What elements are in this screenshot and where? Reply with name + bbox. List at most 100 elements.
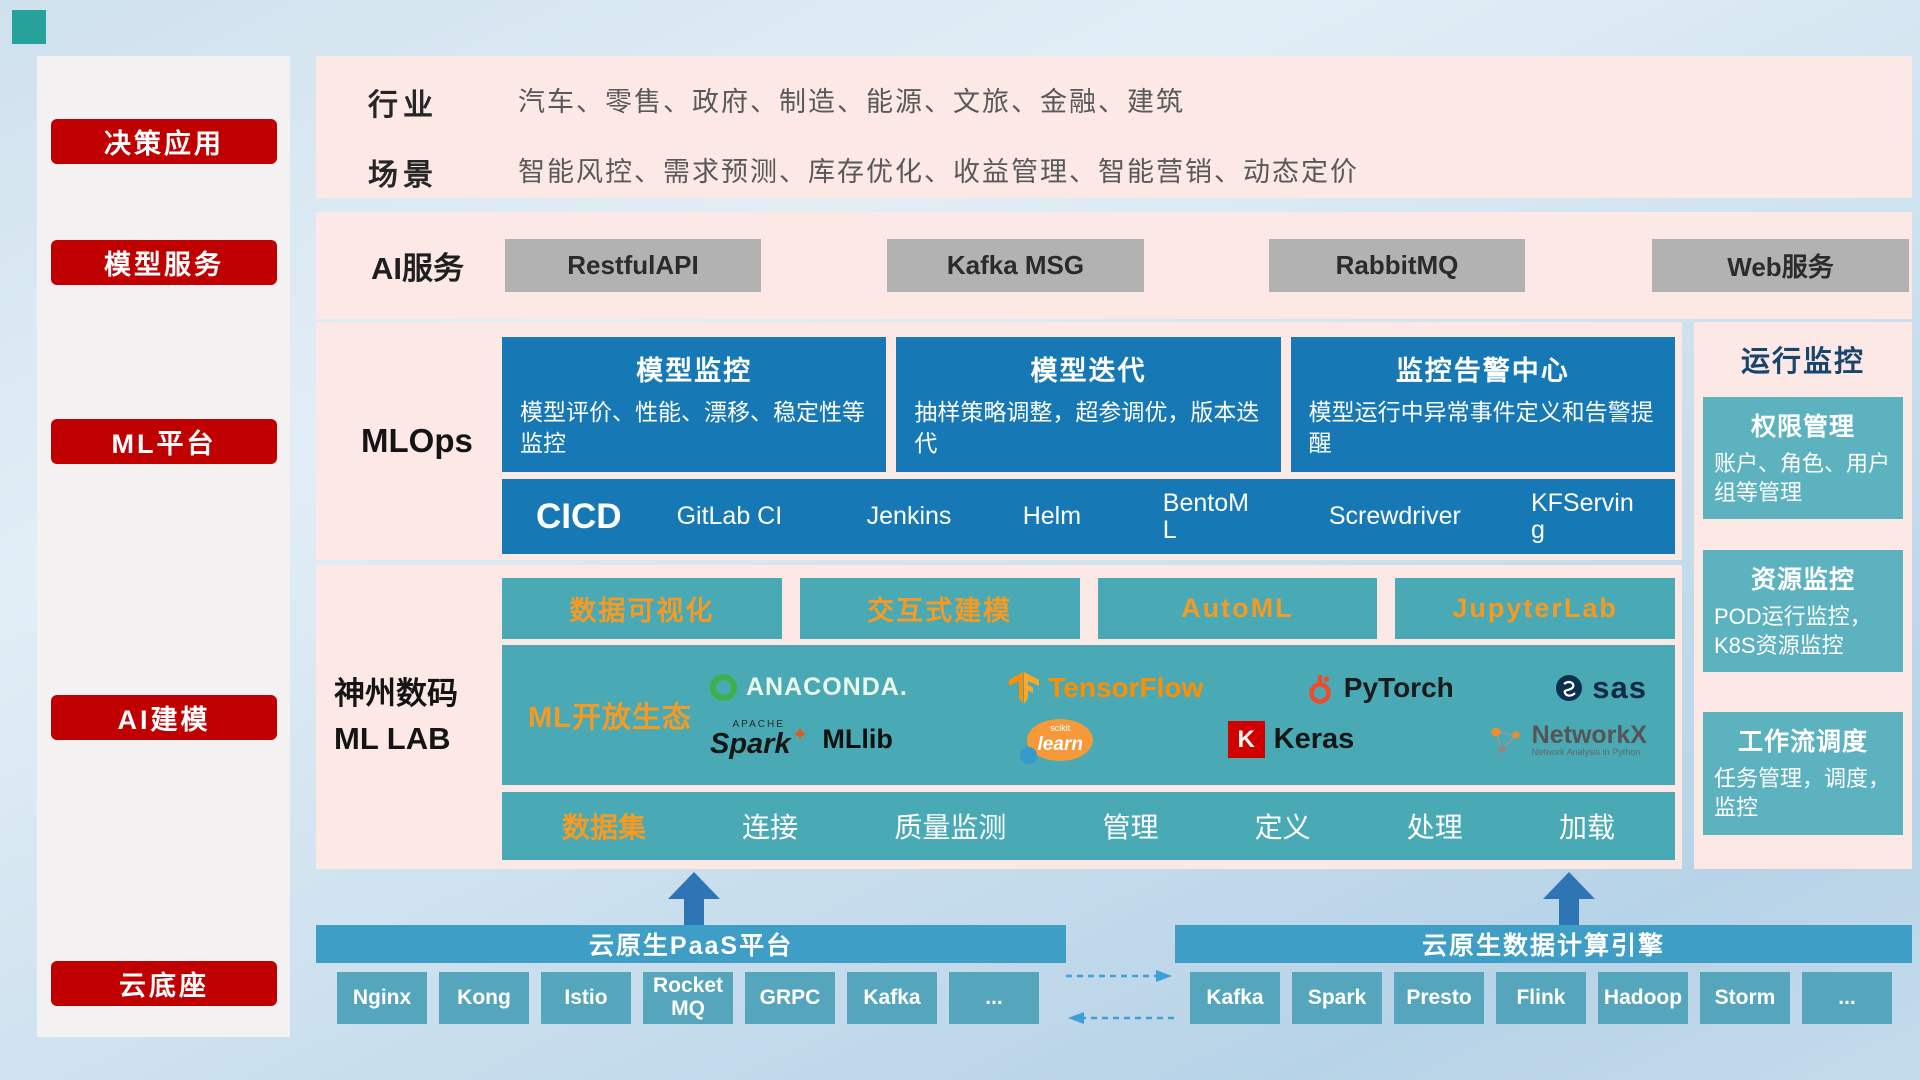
permission-mgmt-card: 权限管理 账户、角色、用户组等管理 <box>1703 397 1903 519</box>
scikit-dot <box>1020 746 1038 764</box>
chip-more: ... <box>949 972 1039 1024</box>
ml-lab-org: 神州数码 <box>334 676 458 712</box>
sas-icon <box>1556 674 1583 701</box>
model-iteration-card: 模型迭代 抽样策略调整，超参调优，版本迭代 <box>896 337 1281 472</box>
ml-ecosystem-box: ML开放生态 ANACONDA. TensorFlow <box>502 645 1675 785</box>
keras-logo: K Keras <box>1227 721 1355 758</box>
keras-wordmark: Keras <box>1273 723 1355 755</box>
restfulapi-button: RestfulAPI <box>505 239 761 292</box>
scenario-value: 智能风控、需求预测、库存优化、收益管理、智能营销、动态定价 <box>518 157 1359 187</box>
ml-ecosystem-label: ML开放生态 <box>528 702 692 734</box>
ai-service-label: AI服务 <box>371 251 464 286</box>
chip-kafka: Kafka <box>847 972 937 1024</box>
industry-value: 汽车、零售、政府、制造、能源、文旅、金融、建筑 <box>518 87 1185 117</box>
networkx-icon <box>1491 727 1520 753</box>
scikit-learn-icon: scikit learn <box>1020 718 1094 764</box>
ml-ecosystem-logos: ANACONDA. TensorFlow PyTorch <box>696 670 1661 764</box>
card-desc: 模型评价、性能、漂移、稳定性等监控 <box>520 399 865 457</box>
cicd-items: GitLab CI Jenkins Helm BentoML Screwdriv… <box>677 490 1641 543</box>
apache-label: APACHE <box>732 719 785 730</box>
spark-mllib-logo: APACHE Spark MLlib <box>710 720 893 759</box>
run-monitoring-panel: 运行监控 权限管理 账户、角色、用户组等管理 资源监控 POD运行监控，K8S资… <box>1694 322 1912 869</box>
ml-lab-panel: 神州数码 ML LAB 数据可视化 交互式建模 AutoML JupyterLa… <box>316 565 1682 869</box>
card-desc: POD运行监控，K8S资源监控 <box>1714 604 1872 658</box>
cicd-item-gitlab-ci: GitLab CI <box>676 502 783 531</box>
chip-nginx: Nginx <box>337 972 427 1024</box>
networkx-wordmark: NetworkX Network Analysis in Python <box>1531 720 1647 758</box>
cicd-item-screwdriver: Screwdriver <box>1328 502 1461 531</box>
pytorch-icon <box>1309 674 1331 704</box>
engine-tech-chips: Kafka Spark Presto Flink Hadoop Storm ..… <box>1190 972 1892 1024</box>
card-title: 工作流调度 <box>1737 728 1868 756</box>
chip-spark: Spark <box>1292 972 1382 1024</box>
ecosystem-logo-row-1: ANACONDA. TensorFlow PyTorch <box>696 670 1661 706</box>
paas-up-arrow-icon <box>668 872 720 899</box>
cicd-item-helm: Helm <box>1022 502 1082 531</box>
resource-monitoring-card: 资源监控 POD运行监控，K8S资源监控 <box>1703 550 1903 672</box>
sidebar-item-decision-apps: 决策应用 <box>51 119 277 164</box>
engine-up-arrow-stem <box>1559 898 1579 925</box>
chip-hadoop: Hadoop <box>1598 972 1688 1024</box>
chip-istio: Istio <box>541 972 631 1024</box>
data-visualization-button: 数据可视化 <box>502 578 782 639</box>
tensorflow-logo: TensorFlow <box>1009 671 1204 704</box>
cicd-item-bentoml: BentoML <box>1162 489 1249 544</box>
model-monitoring-card: 模型监控 模型评价、性能、漂移、稳定性等监控 <box>502 337 887 472</box>
mlops-panel: MLOps 模型监控 模型评价、性能、漂移、稳定性等监控 模型迭代 抽样策略调整… <box>316 322 1682 560</box>
chip-flink: Flink <box>1496 972 1586 1024</box>
chip-kafka: Kafka <box>1190 972 1280 1024</box>
ml-lab-name: ML LAB <box>334 721 451 756</box>
card-title: 监控告警中心 <box>1395 356 1570 386</box>
tensorflow-wordmark: TensorFlow <box>1048 671 1204 703</box>
mlops-label: MLOps <box>361 422 473 459</box>
sidebar-item-cloud-base: 云底座 <box>51 961 277 1006</box>
paas-platform-bar: 云原生PaaS平台 <box>316 925 1066 963</box>
data-exchange-arrows-icon <box>1066 970 1174 1024</box>
chip-presto: Presto <box>1394 972 1484 1024</box>
ml-lab-label: 神州数码 ML LAB <box>334 672 500 762</box>
ecosystem-logo-row-2: APACHE Spark MLlib scikit learn K Keras <box>696 718 1661 764</box>
tensorflow-icon <box>1009 671 1040 704</box>
web-service-button: Web服务 <box>1652 239 1909 292</box>
sidebar-item-ai-modeling: AI建模 <box>51 695 277 740</box>
spark-wordmark: APACHE Spark <box>710 720 807 759</box>
alert-center-card: 监控告警中心 模型运行中异常事件定义和告警提醒 <box>1290 337 1675 472</box>
sidebar-item-ml-platform: ML平台 <box>51 419 277 464</box>
card-desc: 任务管理，调度，监控 <box>1714 766 1891 820</box>
automl-button: AutoML <box>1097 578 1378 639</box>
kafka-msg-button: Kafka MSG <box>887 239 1144 292</box>
pytorch-wordmark: PyTorch <box>1343 671 1454 703</box>
card-desc: 抽样策略调整，超参调优，版本迭代 <box>914 399 1260 457</box>
industry-scenario-grid: 行业 汽车、零售、政府、制造、能源、文旅、金融、建筑 场景 智能风控、需求预测、… <box>316 56 1912 194</box>
scenario-label: 场景 <box>368 159 438 192</box>
ml-lab-tools: 数据可视化 交互式建模 AutoML JupyterLab <box>502 578 1675 639</box>
engine-up-arrow-icon <box>1543 872 1595 899</box>
anaconda-wordmark: ANACONDA. <box>746 673 908 701</box>
learn-label: learn <box>1037 733 1083 755</box>
networkx-logo: NetworkX Network Analysis in Python <box>1489 720 1647 758</box>
card-title: 资源监控 <box>1750 566 1855 594</box>
workflow-scheduling-card: 工作流调度 任务管理，调度，监控 <box>1703 712 1903 835</box>
networkx-name: NetworkX <box>1531 720 1647 749</box>
dataset-label: 数据集 <box>562 812 647 843</box>
industry-scenario-panel: 行业 汽车、零售、政府、制造、能源、文旅、金融、建筑 场景 智能风控、需求预测、… <box>316 56 1912 198</box>
card-desc: 账户、角色、用户组等管理 <box>1714 451 1891 505</box>
card-title: 权限管理 <box>1750 413 1855 441</box>
mllib-wordmark: MLlib <box>822 724 893 754</box>
chip-grpc: GRPC <box>745 972 835 1024</box>
left-rail: 决策应用 模型服务 ML平台 AI建模 云底座 <box>37 56 290 1037</box>
ai-service-panel: AI服务 RestfulAPI Kafka MSG RabbitMQ Web服务 <box>316 212 1912 319</box>
industry-label: 行业 <box>368 89 438 122</box>
sidebar-item-model-service: 模型服务 <box>51 240 277 285</box>
card-desc: 模型运行中异常事件定义和告警提醒 <box>1308 399 1654 457</box>
interactive-modeling-button: 交互式建模 <box>799 578 1080 639</box>
anaconda-icon <box>710 674 737 701</box>
cicd-bar: CICD GitLab CI Jenkins Helm BentoML Scre… <box>502 479 1675 554</box>
pipeline-step-manage: 管理 <box>1102 812 1159 843</box>
pipeline-step-quality: 质量监测 <box>894 812 1007 843</box>
sas-logo: sas <box>1555 670 1647 706</box>
card-title: 模型迭代 <box>1030 356 1147 386</box>
spark-word: Spark <box>710 730 807 759</box>
scikit-label: scikit <box>1050 722 1071 733</box>
pipeline-step-load: 加载 <box>1558 812 1615 843</box>
